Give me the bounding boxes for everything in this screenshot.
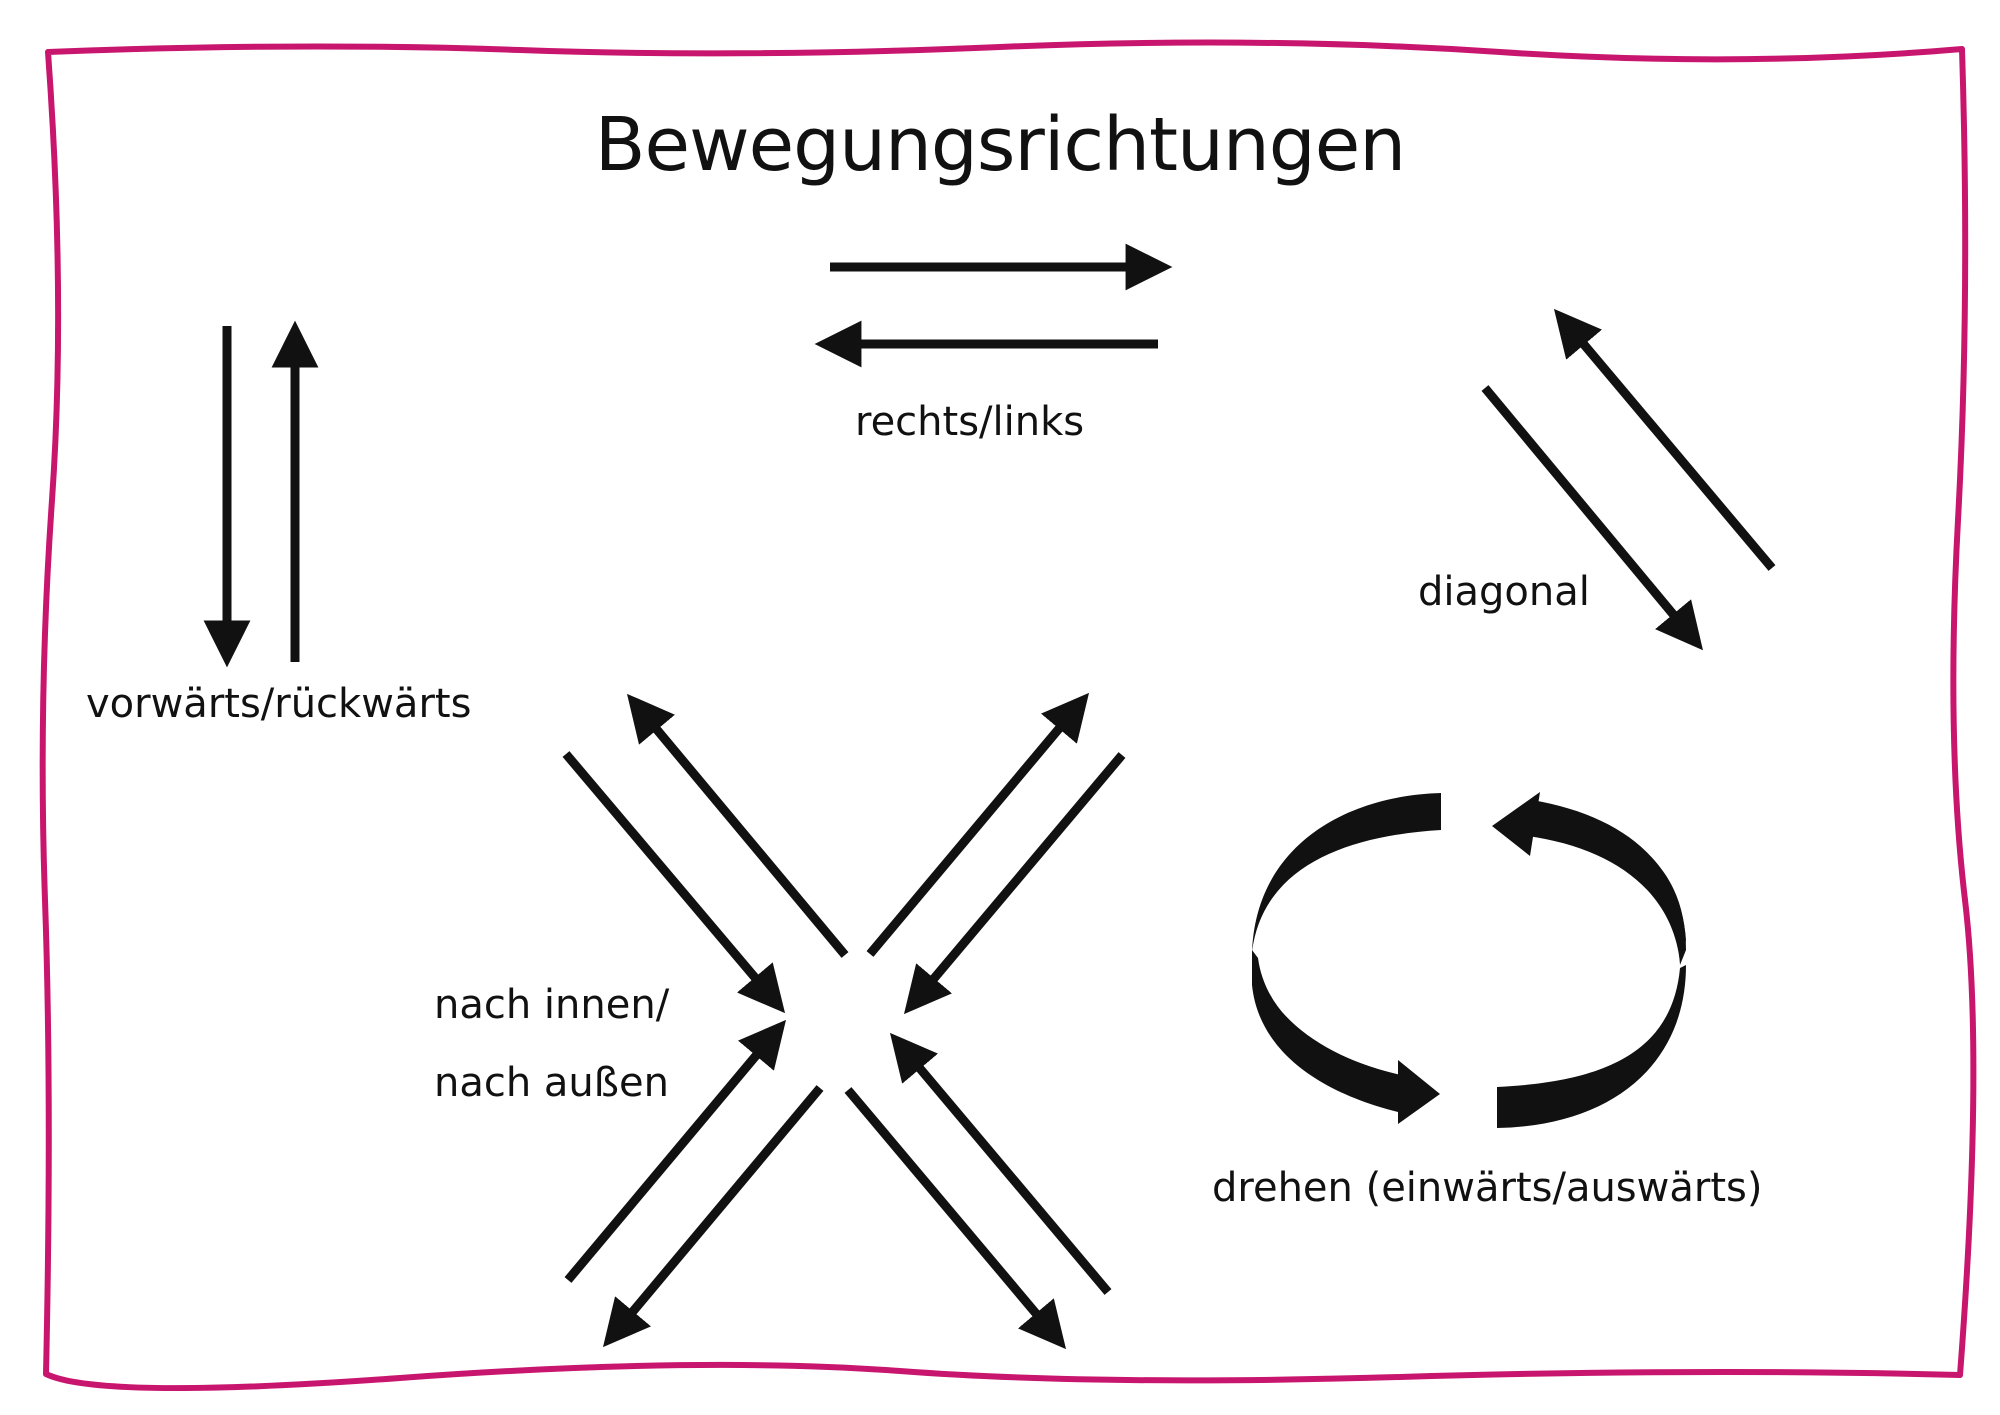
arrow-out-bottom-left	[602, 1085, 824, 1348]
arrow-in-top-right	[903, 752, 1126, 1015]
label-rechts-links: rechts/links	[855, 399, 1085, 445]
arrow-out-top-left	[627, 693, 849, 958]
label-vorwaerts-rueckwaerts: vorwärts/rückwärts	[86, 681, 472, 727]
label-nach-innen-aussen: nach innen/ nach außen	[434, 966, 669, 1122]
label-diagonal: diagonal	[1418, 569, 1590, 615]
arrow-diagonal-down	[1481, 385, 1703, 651]
circular-arrows-icon	[1252, 792, 1686, 1128]
label-nach-aussen: nach außen	[434, 1060, 669, 1106]
page-border	[39, 39, 1977, 1392]
diagram-title: Bewegungsrichtungen	[594, 102, 1406, 188]
label-drehen: drehen (einwärts/auswärts)	[1212, 1165, 1763, 1211]
arrow-in-top-left	[562, 751, 786, 1014]
arrow-in-bottom-left	[564, 1019, 787, 1283]
label-nach-innen: nach innen/	[434, 982, 670, 1028]
arrow-out-top-right	[866, 692, 1090, 957]
arrow-diagonal-up	[1553, 308, 1776, 571]
arrow-in-bottom-right	[889, 1032, 1112, 1295]
arrow-out-bottom-right	[844, 1087, 1067, 1350]
